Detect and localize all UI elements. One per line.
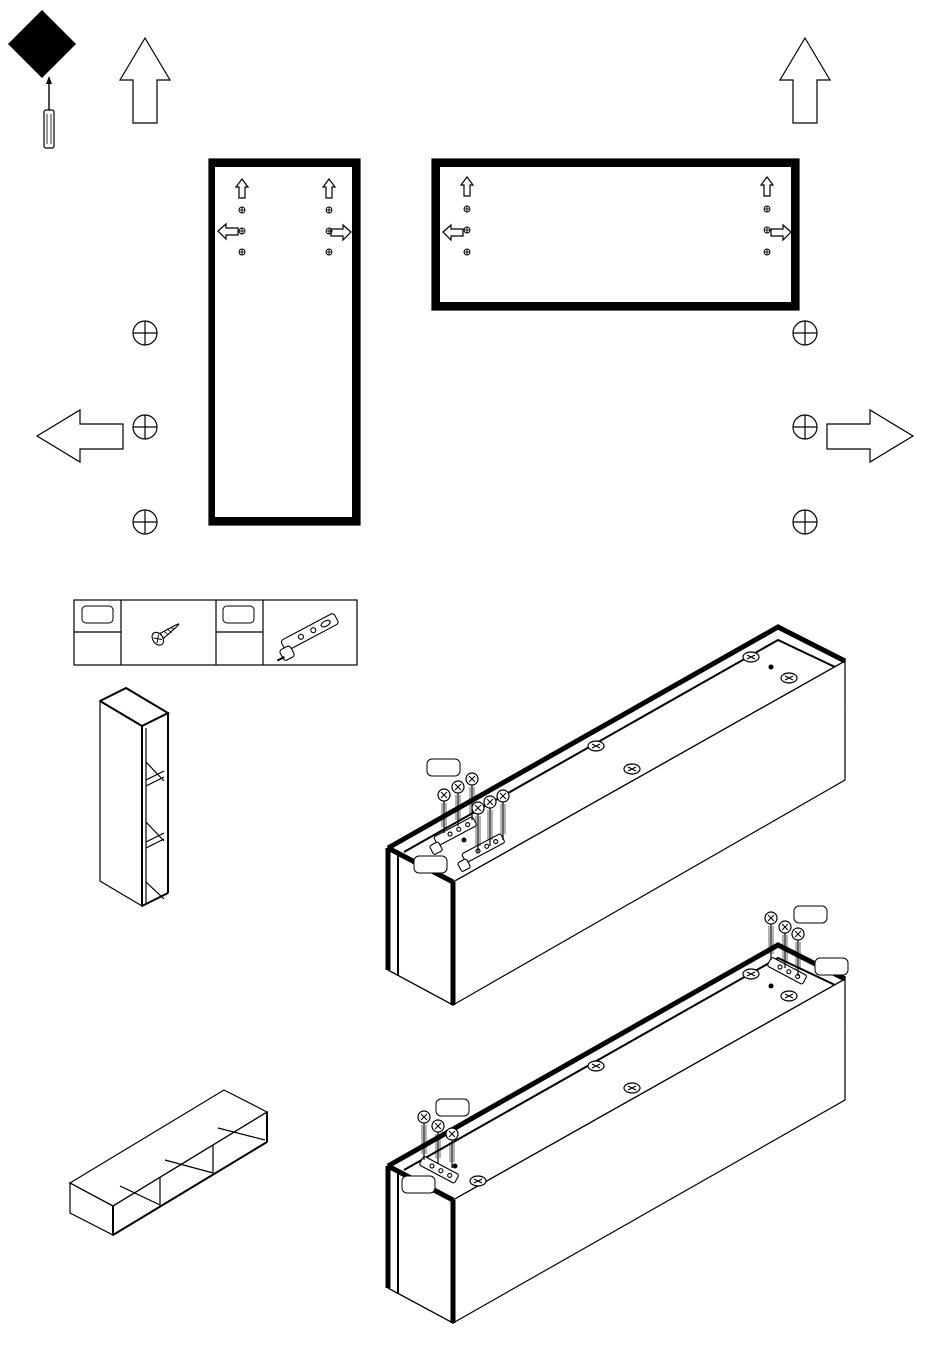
drill-template-vertical-panel — [209, 159, 360, 525]
arrow-up-icon — [236, 179, 248, 198]
arrow-up-icon — [761, 177, 773, 196]
screw-icon — [418, 1111, 430, 1160]
arrow-left-icon — [37, 410, 123, 462]
screw-head-icon — [624, 1083, 640, 1093]
crosshair-icon — [764, 227, 770, 233]
drill-template-horizontal-panel — [432, 159, 799, 310]
arrow-left-icon — [218, 224, 238, 239]
part-id-tag-bracket — [223, 606, 254, 623]
arrow-right-icon — [771, 225, 791, 240]
callout-tag-screw — [794, 906, 827, 923]
crosshair-icon — [793, 415, 817, 439]
callout-tag-screw — [436, 1099, 469, 1116]
crosshair-icon — [326, 249, 332, 255]
crosshair-icon — [764, 249, 770, 255]
crosshair-icon — [133, 321, 157, 345]
screw-icon — [497, 790, 509, 840]
screw-head-icon — [588, 741, 604, 751]
crosshair-icon — [464, 206, 470, 212]
crosshair-icon — [464, 249, 470, 255]
crosshair-icon — [464, 227, 470, 233]
assembly-step-lower — [388, 906, 848, 1323]
screw-head-icon — [781, 991, 797, 1001]
arrow-right-icon — [331, 225, 351, 240]
arrow-right-icon — [827, 410, 913, 462]
crosshair-icon — [793, 321, 817, 345]
arrow-up-icon — [461, 177, 473, 196]
screw-head-icon — [470, 1176, 486, 1186]
crosshair-icon — [326, 207, 332, 213]
screw-head-icon — [588, 1061, 604, 1071]
arrow-left-icon — [443, 225, 463, 240]
screw-head-icon — [743, 969, 759, 979]
callout-tag-bracket — [414, 856, 447, 873]
crosshair-icon — [239, 207, 245, 213]
hardware-table — [74, 600, 357, 665]
crosshair-icon — [239, 228, 245, 234]
screw-group — [418, 652, 804, 1186]
arrow-up-icon — [323, 179, 335, 198]
part-id-tag-screw — [82, 606, 113, 623]
screw-icon — [150, 618, 183, 647]
crosshair-icon — [764, 206, 770, 212]
vertical-unit-thumbnail — [100, 688, 168, 906]
screw-icon — [446, 1128, 458, 1168]
screw-head-icon — [624, 764, 640, 774]
horizontal-unit-thumbnail — [70, 1090, 267, 1235]
crosshair-icon — [793, 510, 817, 534]
crosshair-icon — [239, 249, 245, 255]
hanging-bracket-icon — [270, 613, 343, 664]
tool-indicator — [8, 10, 76, 148]
screw-head-icon — [743, 652, 759, 662]
callout-tag-screw — [427, 759, 460, 776]
callout-tag-bracket — [815, 958, 848, 975]
screwdriver-icon — [44, 76, 54, 148]
callout-tag-bracket — [402, 1176, 435, 1193]
wall-mark-group — [133, 321, 817, 534]
arrow-up-icon — [780, 38, 830, 123]
crosshair-icon — [326, 228, 332, 234]
screw-head-icon — [781, 673, 797, 683]
crosshair-icon — [133, 415, 157, 439]
crosshair-icon — [133, 510, 157, 534]
tool-badge-diamond — [8, 10, 76, 78]
drill-mark-group — [239, 206, 770, 255]
arrow-up-icon — [120, 38, 170, 123]
